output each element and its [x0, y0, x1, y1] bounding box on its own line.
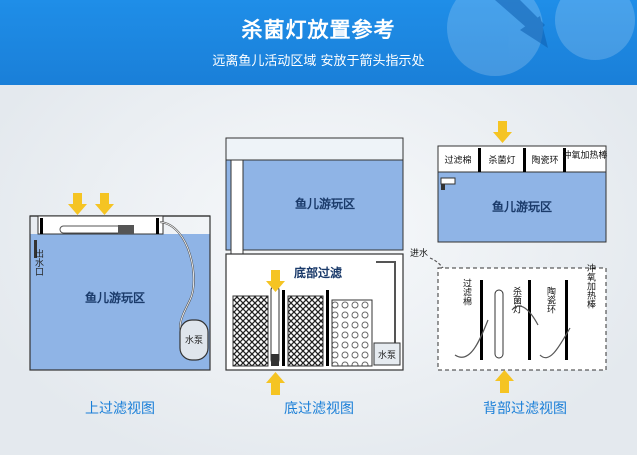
inlet-label: 进水	[410, 247, 428, 259]
back-bottom-label-3: 陶瓷环	[545, 285, 556, 314]
back-top-label-3: 陶瓷环	[531, 154, 558, 166]
caption-back-filter: 背部过滤视图	[483, 401, 567, 417]
bottom-tank-water	[225, 159, 404, 251]
sump-label: 底部过滤	[294, 265, 342, 280]
bottom-pump-label: 水泵	[378, 349, 396, 361]
back-tank-water	[437, 171, 607, 243]
arrow-down-icon	[266, 270, 285, 292]
arrow-up-icon	[266, 372, 285, 395]
caption-bottom-filter: 底过滤视图	[284, 401, 354, 417]
arrow-decoration-icon	[447, 0, 635, 76]
filter-media-3	[331, 299, 373, 367]
uv-lamp-icon	[494, 289, 504, 359]
back-bottom-label-2: 杀菌灯	[511, 285, 522, 314]
top-pump	[179, 319, 209, 361]
back-top-label-1: 过滤棉	[444, 154, 471, 166]
caption-top-filter: 上过滤视图	[85, 401, 155, 417]
back-top-label-2: 杀菌灯	[488, 154, 515, 166]
top-pump-label: 水泵	[185, 334, 203, 346]
filter-media-2	[287, 295, 324, 367]
top-zone-label: 鱼儿游玩区	[85, 290, 145, 305]
filter-media-1	[232, 295, 269, 367]
faucet-icon	[440, 177, 456, 185]
bottom-pump	[373, 342, 401, 366]
back-zone-label: 鱼儿游玩区	[492, 199, 552, 214]
back-top-label-4: 冲氧加热棒	[562, 149, 607, 161]
arrow-up-icon	[495, 370, 514, 393]
back-filter-box	[437, 267, 607, 371]
back-bottom-label-1: 过滤棉	[461, 277, 472, 305]
back-top-label-4: 冲氧加热棒	[562, 149, 607, 161]
page-title: 杀菌灯放置参考	[241, 18, 396, 42]
page-subtitle: 远离鱼儿活动区域 安放于箭头指示处	[212, 54, 425, 69]
outlet-label: 出水口	[33, 248, 44, 276]
arrow-down-icon	[68, 193, 114, 215]
header-banner: 杀菌灯放置参考 远离鱼儿活动区域 安放于箭头指示处	[0, 0, 637, 85]
back-bottom-label-4: 冲氧加热棒	[585, 262, 596, 309]
arrow-down-icon	[493, 121, 512, 143]
bottom-zone-label: 鱼儿游玩区	[295, 196, 355, 211]
